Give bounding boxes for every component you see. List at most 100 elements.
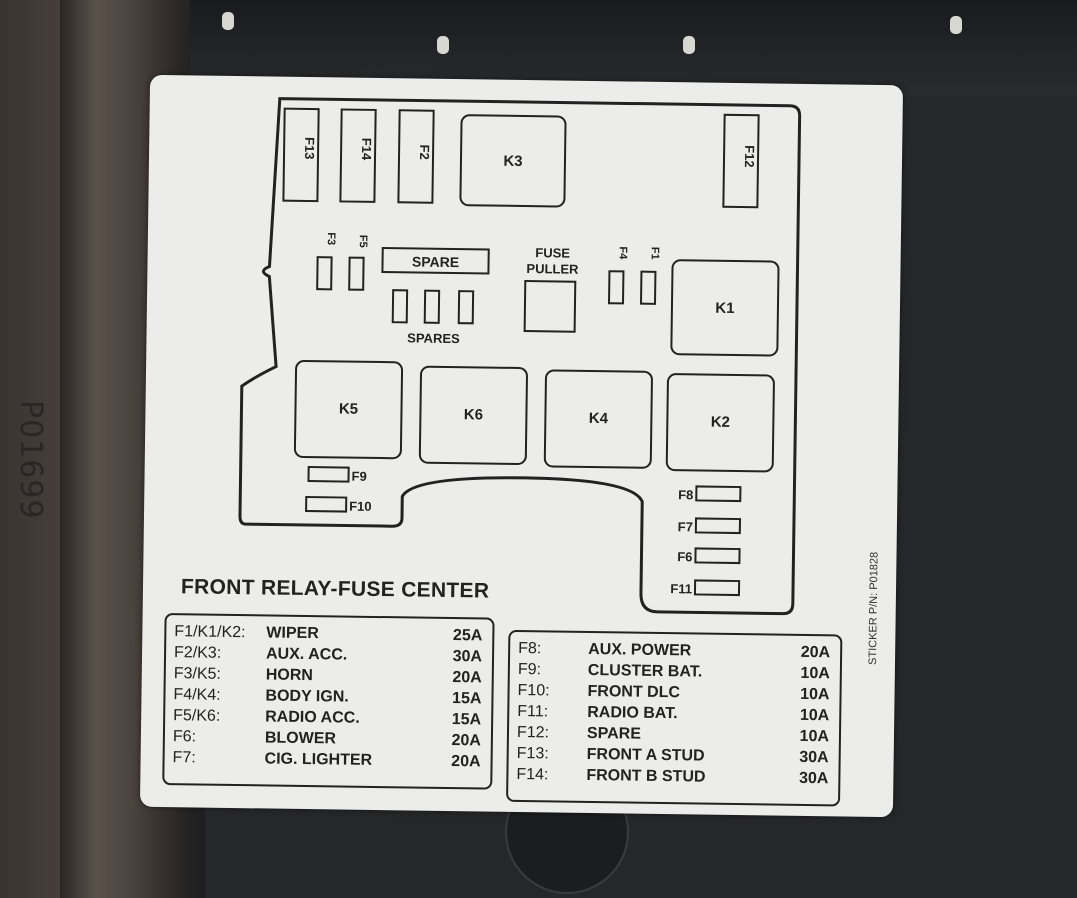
legend-circuit-name: BLOWER [264,729,337,748]
relay-k6: K6 [418,365,528,465]
svg-text:F6: F6 [677,549,692,564]
legend-amperage: 20A [451,753,481,771]
svg-text:SPARES: SPARES [407,330,460,346]
fuse-slot-f14: F14 [339,108,377,203]
legend-amperage: 10A [800,685,830,704]
legend-circuit-name: HORN [265,666,314,685]
legend-amperage: 20A [800,643,831,662]
legend-circuit-name: CLUSTER BAT. [587,661,703,681]
fuse-slot-f5: F5 [348,235,369,291]
legend-fuse-id: F11: [517,702,549,721]
legend-fuse-id: F12: [516,723,550,742]
svg-text:SPARE: SPARE [412,253,459,270]
legend-circuit-name: AUX. ACC. [265,645,348,664]
relay-k5: K5 [293,359,404,460]
fuse-slot-f12: F12 [722,113,760,209]
legend-row: F7: CIG. LIGHTER 20A [172,747,482,772]
legend-amperage: 10A [799,706,830,725]
svg-text:F14: F14 [359,138,374,161]
relay-k2: K2 [665,373,775,473]
svg-text:F12: F12 [742,145,757,168]
legend-fuse-id: F6: [172,728,197,746]
fuse-slot-f7: F7 [678,517,742,534]
legend-fuse-id: F9: [517,660,542,679]
relay-k1: K1 [670,259,780,357]
legend-fuse-id: F13: [516,744,549,763]
fuse-layout-diagram: F13 F14 F2 F12 K3 F3 F5 SPARE SPARES FUS… [238,97,802,616]
molded-part-number: P01699 [13,400,48,520]
fuse-slot-f1: F1 [639,247,661,305]
fuse-center-outline [238,97,802,616]
fuse-slot-f4: F4 [607,246,629,305]
legend-right: F8: AUX. POWER 20A F9: CLUSTER BAT. 10A F10: FR… [506,629,843,807]
svg-text:F7: F7 [678,519,693,534]
legend-circuit-name: WIPER [266,624,319,643]
legend-fuse-id: F3/K5: [173,665,222,683]
legend-circuit-name: RADIO BAT. [587,703,678,723]
legend-fuse-id: F8: [518,639,542,658]
fuse-slot-f11: F11 [670,579,741,596]
svg-text:F10: F10 [349,499,372,514]
fuse-puller-slot: FUSE PULLER [523,245,579,333]
fuse-slot-f3: F3 [316,232,337,291]
fuse-diagram-sticker: F13 F14 F2 F12 K3 F3 F5 SPARE SPARES FUS… [139,74,904,818]
legend-fuse-id: F14: [516,765,549,784]
cover-peg [950,16,962,34]
legend-amperage: 20A [452,669,482,687]
svg-text:F9: F9 [351,469,366,484]
svg-text:F3: F3 [325,232,337,245]
legend-circuit-name: CIG. LIGHTER [264,750,373,769]
legend-circuit-name: AUX. POWER [588,640,692,660]
legend-circuit-name: BODY IGN. [265,687,349,706]
cover-peg [683,36,695,54]
svg-text:F2: F2 [417,145,432,160]
fuse-slot-f13: F13 [282,107,320,203]
legend-fuse-id: F5/K6: [173,707,221,725]
legend-amperage: 10A [799,727,830,746]
spare-fuse-slots: SPARES [391,289,475,346]
legend-fuse-id: F4/K4: [173,686,221,704]
legend-fuse-id: F1/K1/K2: [174,623,246,642]
fuse-slot-f8: F8 [678,485,742,502]
fuse-slot-f9: F9 [307,466,367,484]
svg-text:K5: K5 [339,400,358,417]
legend-amperage: 30A [799,748,829,767]
svg-text:F5: F5 [357,235,369,248]
legend-amperage: 15A [451,711,482,729]
cover-peg [222,12,234,30]
svg-text:F1: F1 [649,247,661,260]
legend-amperage: 15A [451,690,482,708]
cover-peg [437,36,449,54]
svg-text:F11: F11 [670,581,692,596]
svg-text:K1: K1 [715,300,734,317]
legend-circuit-name: SPARE [586,724,642,743]
svg-text:K4: K4 [589,410,609,427]
legend-fuse-id: F10: [517,681,550,700]
fuse-slot-f6: F6 [677,547,741,564]
svg-text:PULLER: PULLER [526,261,579,277]
svg-text:F4: F4 [617,246,629,260]
svg-text:F13: F13 [302,137,317,160]
legend-circuit-name: FRONT A STUD [586,745,705,765]
legend-left: F1/K1/K2: WIPER 25A F2/K3: AUX. ACC. 30A F3/K5… [162,613,495,790]
relay-k4: K4 [543,369,653,469]
legend-amperage: 10A [800,664,830,683]
svg-text:F8: F8 [678,487,693,502]
sticker-title: FRONT RELAY-FUSE CENTER [180,575,490,603]
sticker-part-number: STICKER P/N: P01828 [866,551,881,666]
legend-amperage: 30A [798,769,829,788]
legend-circuit-name: FRONT B STUD [586,766,706,786]
svg-text:K3: K3 [503,153,522,170]
fuse-slot-f10: F10 [305,495,372,514]
svg-text:K6: K6 [464,406,483,423]
legend-circuit-name: FRONT DLC [587,682,681,702]
legend-fuse-id: F7: [172,749,196,767]
svg-text:K2: K2 [711,414,730,431]
svg-text:FUSE: FUSE [535,245,570,260]
legend-fuse-id: F2/K3: [173,644,222,662]
fuse-slot-f2: F2 [397,109,435,204]
legend-circuit-name: RADIO ACC. [265,708,360,727]
legend-amperage: 25A [452,627,483,645]
legend-amperage: 30A [452,648,483,666]
legend-amperage: 20A [451,732,481,750]
